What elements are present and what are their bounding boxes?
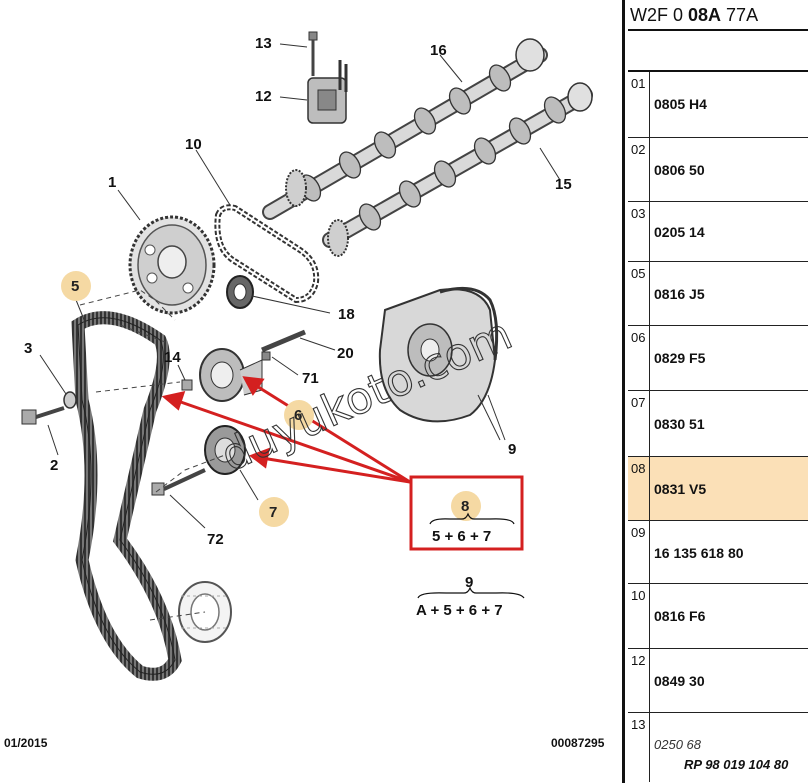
table-row[interactable]: 05 0816 J5: [628, 262, 808, 326]
header-rule: [628, 29, 808, 31]
table-row[interactable]: 06 0829 F5: [628, 326, 808, 391]
row-number: 09: [628, 521, 650, 583]
table-row[interactable]: 01 0805 H4: [628, 72, 808, 138]
reference-header: W2F 0 08A 77A: [628, 0, 808, 30]
callout-72: 72: [207, 531, 224, 548]
brace-9: [417, 586, 525, 599]
part-number: 0830 51: [654, 416, 705, 432]
callout-71: 71: [302, 370, 319, 387]
row-number: 08: [628, 457, 650, 520]
callout-14: 14: [164, 349, 181, 366]
header-rule-2: [628, 70, 808, 72]
callout-7: 7: [269, 504, 277, 521]
replacement-part-number: RP 98 019 104 80: [684, 757, 789, 772]
part-number: 0806 50: [654, 162, 705, 178]
timing-belt[interactable]: [71, 311, 182, 681]
callout-16: 16: [430, 42, 447, 59]
callout-1: 1: [108, 174, 116, 191]
part-number: 0829 F5: [654, 350, 706, 366]
badge-7: [259, 497, 289, 527]
reference-prefix: W2F 0: [630, 5, 689, 25]
callout-10: 10: [185, 136, 202, 153]
row-number: 01: [628, 72, 650, 137]
reference-bold: 08A: [688, 5, 722, 25]
intake-camshaft[interactable]: [322, 82, 593, 257]
callout-12: 12: [255, 88, 272, 105]
callout-18: 18: [338, 306, 355, 323]
badge-8: [451, 491, 481, 521]
idler-pulley[interactable]: [204, 425, 246, 475]
highlight-arrows: [161, 376, 411, 484]
badge-6: [284, 400, 314, 430]
part-number: 0250 68: [654, 737, 701, 752]
row-number: 02: [628, 138, 650, 201]
badge-5: [61, 271, 91, 301]
kit-9-formula: A + 5 + 6 + 7: [416, 602, 503, 619]
part-number: 0849 30: [654, 673, 705, 689]
camshaft-sprocket[interactable]: [128, 215, 216, 315]
brace-8: [429, 512, 515, 525]
row-number: 07: [628, 391, 650, 456]
sensor-bolt[interactable]: [308, 31, 318, 76]
diagram-date: 01/2015: [4, 736, 48, 750]
callout-2: 2: [50, 457, 58, 474]
callout-20: 20: [337, 345, 354, 362]
table-row[interactable]: 09 16 135 618 80: [628, 521, 808, 584]
tensioner-stud[interactable]: [261, 329, 306, 353]
part-number: 16 135 618 80: [654, 545, 744, 561]
table-row[interactable]: 02 0806 50: [628, 138, 808, 202]
kit-8-formula: 5 + 6 + 7: [432, 528, 491, 545]
leader-lines: [39, 43, 561, 529]
exploded-parts-diagram: 13 12 16 10 1 15 18 5 20 3 14 71 6 2 9 7…: [4, 31, 605, 750]
part-number: 0816 J5: [654, 286, 705, 302]
callout-3: 3: [24, 340, 32, 357]
row-number: 13: [628, 713, 650, 782]
assembly-dash-lines: [79, 289, 226, 621]
tensioner-nut[interactable]: [261, 351, 271, 361]
oil-seal[interactable]: [226, 275, 254, 309]
diagram-code: 00087295: [551, 736, 605, 750]
table-row[interactable]: 03 0205 14: [628, 202, 808, 262]
callout-13: 13: [255, 35, 272, 52]
reference-suffix: 77A: [721, 5, 759, 25]
callout-9-kit: 9: [465, 574, 473, 591]
kit-highlight-box: [409, 475, 524, 551]
table-row-highlighted[interactable]: 08 0831 V5: [628, 457, 808, 521]
part-number: 0805 H4: [654, 96, 707, 112]
washer-14[interactable]: [181, 379, 193, 391]
part-number: 0831 V5: [654, 481, 707, 497]
part-number: 0205 14: [654, 224, 705, 240]
callout-8: 8: [461, 498, 469, 515]
callout-9-pump: 9: [508, 441, 516, 458]
callout-5: 5: [71, 278, 79, 295]
table-row[interactable]: 10 0816 F6: [628, 584, 808, 649]
row-number: 05: [628, 262, 650, 325]
callout-15: 15: [555, 176, 572, 193]
table-row[interactable]: 12 0849 30: [628, 649, 808, 713]
camshaft-chain[interactable]: [214, 204, 320, 304]
part-number: 0816 F6: [654, 608, 706, 624]
washer-3[interactable]: [63, 391, 77, 409]
callout-6: 6: [294, 407, 302, 424]
row-number: 10: [628, 584, 650, 648]
row-number: 12: [628, 649, 650, 712]
table-row[interactable]: 13 0250 68 RP 98 019 104 80: [628, 713, 808, 782]
row-number: 03: [628, 202, 650, 261]
table-row[interactable]: 07 0830 51: [628, 391, 808, 457]
water-pump[interactable]: [378, 286, 499, 423]
camshaft-position-sensor[interactable]: [307, 60, 348, 124]
exhaust-camshaft[interactable]: [262, 38, 548, 220]
bolt-2[interactable]: [21, 406, 65, 425]
panel-divider: [622, 0, 625, 783]
row-number: 06: [628, 326, 650, 390]
idler-bolt[interactable]: [151, 468, 206, 496]
